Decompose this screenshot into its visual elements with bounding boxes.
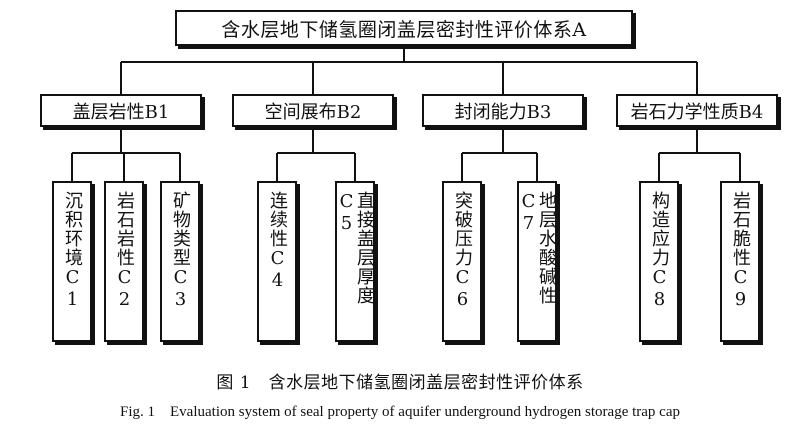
leaf-node-c2: 岩石岩性C2 (104, 181, 144, 342)
leaf-label: 沉积环境C1 (62, 191, 83, 311)
leaf-label: 矿物类型C3 (170, 191, 191, 311)
group-label: 岩石力学性质B4 (630, 101, 764, 123)
leaf-label: 直接盖层厚度C5 (336, 191, 375, 305)
leaf-label: 岩石岩性C2 (114, 191, 135, 311)
leaf-node-c3: 矿物类型C3 (160, 181, 200, 342)
root-label: 含水层地下储氢圈闭盖层密封性评价体系A (221, 18, 587, 41)
leaf-label: 突破压力C6 (452, 191, 473, 311)
leaf-label: 连续性C4 (267, 191, 288, 292)
leaf-label: 岩石脆性C9 (730, 191, 751, 311)
leaf-node-c1: 沉积环境C1 (52, 181, 92, 342)
group-label: 空间展布B2 (264, 101, 362, 123)
figure-caption-en: Fig. 1 Evaluation system of seal propert… (120, 404, 680, 420)
group-node-b3: 封闭能力B3 (422, 94, 584, 127)
leaf-node-c4: 连续性C4 (257, 181, 297, 342)
leaf-label: 地层水酸碱性C7 (518, 191, 557, 305)
group-node-b2: 空间展布B2 (232, 94, 394, 127)
group-node-b4: 岩石力学性质B4 (616, 94, 778, 127)
leaf-node-c6: 突破压力C6 (442, 181, 482, 342)
leaf-node-c5: 直接盖层厚度C5 (335, 181, 375, 342)
root-node: 含水层地下储氢圈闭盖层密封性评价体系A (175, 10, 633, 46)
figure-caption-cn: 图 1 含水层地下储氢圈闭盖层密封性评价体系 (216, 373, 584, 393)
group-label: 盖层岩性B1 (72, 101, 170, 123)
group-label: 封闭能力B3 (454, 101, 552, 123)
leaf-node-c8: 构造应力C8 (639, 181, 679, 342)
leaf-label: 构造应力C8 (649, 191, 670, 311)
group-node-b1: 盖层岩性B1 (40, 94, 202, 127)
leaf-node-c9: 岩石脆性C9 (720, 181, 760, 342)
leaf-node-c7: 地层水酸碱性C7 (517, 181, 557, 342)
